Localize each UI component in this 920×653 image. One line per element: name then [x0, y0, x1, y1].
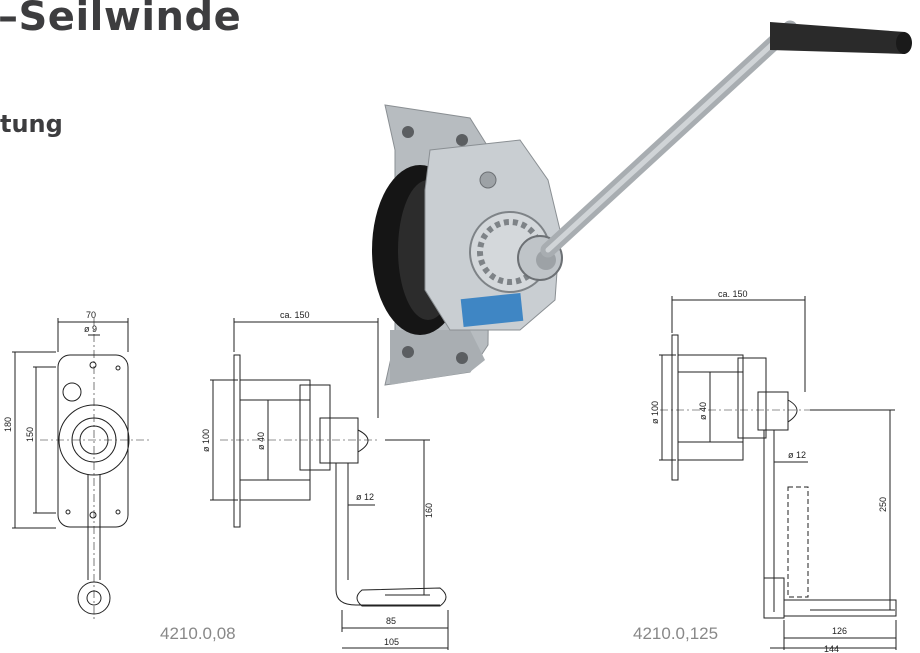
section-subtitle: tung	[0, 110, 63, 138]
dim-a-length: ca. 150	[280, 310, 310, 320]
dim-a-height-outer: 180	[3, 417, 13, 432]
dim-a-handle-inner: 85	[386, 616, 396, 626]
caption-model-b: 4210.0,125	[633, 624, 719, 643]
drawing-a-side	[210, 318, 449, 650]
dim-a-shaft-dia: ø 12	[356, 492, 374, 502]
dim-b-handle-inner: 126	[832, 626, 847, 636]
dim-a-width: 70	[86, 310, 96, 320]
winch-photo	[372, 20, 912, 386]
dim-b-shaft-dia: ø 12	[788, 450, 806, 460]
caption-model-a: 4210.0,08	[160, 624, 236, 643]
page-title: –Seilwinde	[0, 0, 242, 40]
dim-a-crank-height: 160	[424, 503, 434, 518]
dim-b-length: ca. 150	[718, 289, 748, 299]
dim-a-core-dia: ø 40	[256, 432, 266, 450]
dim-b-handle-outer: 144	[824, 644, 839, 653]
dim-a-drum-dia: ø 100	[201, 429, 211, 452]
dim-b-drum-dia: ø 100	[650, 401, 660, 424]
dim-a-handle-outer: 105	[384, 637, 399, 647]
drawing-a-front	[12, 318, 150, 620]
dim-b-crank-height: 250	[878, 497, 888, 512]
drawing-b-side	[659, 296, 897, 650]
dim-b-core-dia: ø 40	[698, 402, 708, 420]
dim-a-height-inner: 150	[25, 427, 35, 442]
dim-a-bore: ø 9	[84, 324, 97, 334]
